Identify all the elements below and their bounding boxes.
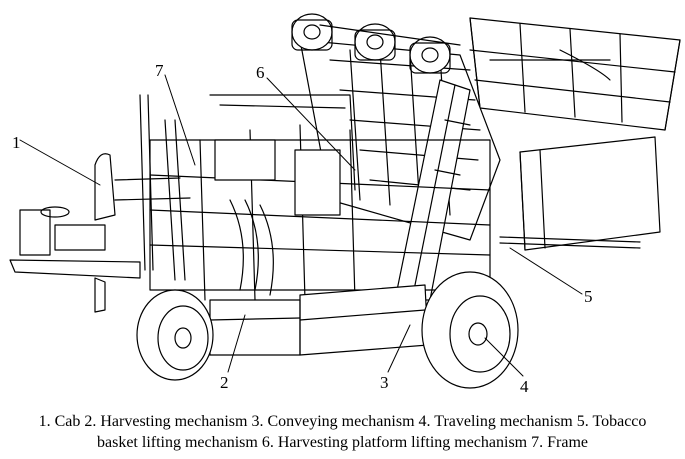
- callout-2: 2: [220, 373, 229, 392]
- caption-line-1: 1. Cab 2. Harvesting mechanism 3. Convey…: [38, 413, 647, 430]
- harvester-line-drawing: 1 2 3 4 5 6 7: [9, 13, 681, 396]
- rear-wheel: [421, 271, 519, 389]
- caption-line-2: basket lifting mechanism 6. Harvesting p…: [97, 434, 588, 451]
- callout-3: 3: [380, 373, 389, 392]
- callout-1: 1: [12, 133, 21, 152]
- leader-lines: [19, 74, 583, 377]
- top-rollers: [291, 13, 461, 74]
- callout-4: 4: [520, 377, 529, 396]
- front-wheel: [136, 289, 214, 381]
- callout-labels: 1 2 3 4 5 6 7: [12, 61, 593, 396]
- callout-5: 5: [584, 287, 593, 306]
- main-frame: [139, 94, 491, 301]
- harvest-platform: [209, 284, 429, 356]
- basket-box: [499, 136, 661, 251]
- callout-7: 7: [155, 61, 164, 80]
- top-cage: [469, 17, 681, 131]
- callout-6: 6: [256, 63, 265, 82]
- cab: [9, 153, 191, 313]
